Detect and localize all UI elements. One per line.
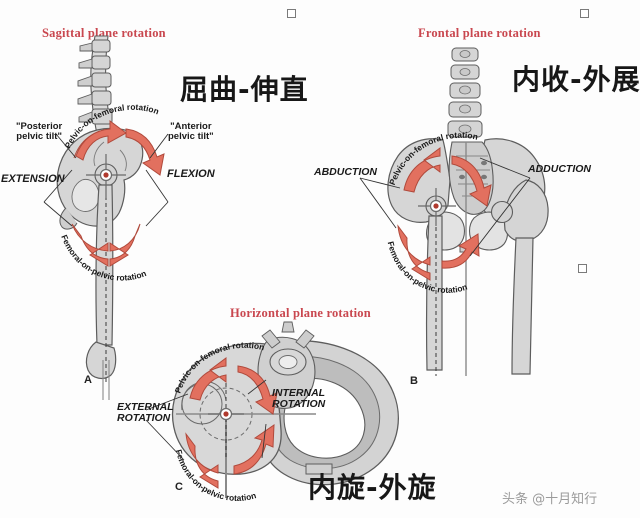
panel-c-title: Horizontal plane rotation	[230, 306, 371, 320]
panel-b-adduction-label: ADDUCTION	[528, 163, 591, 175]
panel-b-abduction-label: ABDUCTION	[314, 166, 377, 178]
lumbar-spine-lateral	[77, 35, 113, 135]
internal-rotation-line1: INTERNAL	[272, 387, 326, 399]
posterior-tilt-line1: "Posterior	[16, 121, 63, 132]
anterior-tilt-line1: "Anterior	[170, 121, 212, 132]
panel-b-title: Frontal plane rotation	[418, 26, 541, 40]
panel-a-anterior-pelvic-tilt-label: "Anterior pelvic tilt"	[168, 122, 214, 142]
panel-c-external-rotation-label: EXTERNAL ROTATION	[117, 401, 174, 425]
panel-a-extension-label: EXTENSION	[1, 173, 65, 185]
femoral-on-pelvic-arrows-a: Femoral-on-pelvic rotation	[59, 223, 148, 283]
square-marker-top-left	[287, 9, 296, 18]
panel-a-chinese-label: 屈曲-伸直	[180, 73, 309, 106]
panel-c-internal-rotation-label: INTERNAL ROTATION	[272, 387, 326, 411]
panel-b-chinese-label: 内收-外展	[512, 63, 640, 96]
panel-frontal-plane: Frontal plane rotation 内收-外展	[314, 0, 640, 400]
panel-a-title: Sagittal plane rotation	[42, 26, 166, 40]
axis-of-rotation-marker-c	[208, 407, 244, 421]
internal-rotation-line2: ROTATION	[272, 398, 326, 411]
watermark: 头条 @十月知行	[502, 492, 598, 507]
panel-horizontal-plane: Horizontal plane rotation	[117, 290, 520, 518]
external-rotation-line2: ROTATION	[117, 412, 171, 425]
external-rotation-line1: EXTERNAL	[117, 401, 174, 413]
sacrum-and-vertebra-superior	[257, 321, 316, 409]
panel-a-letter: A	[84, 374, 92, 386]
panel-b-illustration: Pelvic-on-femoral rotation Femoral-on-pe…	[359, 47, 549, 376]
axis-of-rotation-marker-b	[418, 188, 456, 226]
pelvis-anterior	[387, 138, 546, 253]
panel-a-flexion-label: FLEXION	[167, 168, 215, 180]
panel-c-illustration: Pelvic-on-femoral rotation Femoral-on-pe…	[145, 321, 399, 503]
panel-a-posterior-pelvic-tilt-label: "Posterior pelvic tilt"	[16, 122, 62, 142]
panel-sagittal-plane: Sagittal plane rotation 屈曲-伸直	[0, 0, 330, 400]
lumbar-spine-anterior	[447, 47, 483, 138]
axis-of-rotation-marker-a	[86, 154, 126, 198]
posterior-tilt-line2: pelvic tilt"	[16, 130, 62, 142]
square-marker-top-right	[580, 9, 589, 18]
panel-a-illustration: Pelvic-on-femoral rotation Femoral-on-pe…	[43, 35, 169, 400]
femurs-anterior	[425, 179, 549, 375]
panel-c-letter: C	[175, 481, 183, 493]
square-marker-mid-right	[578, 264, 587, 273]
anterior-tilt-line2: pelvic tilt"	[168, 130, 214, 142]
panel-b-letter: B	[410, 375, 418, 387]
panel-c-chinese-label: 内旋-外旋	[308, 471, 437, 504]
